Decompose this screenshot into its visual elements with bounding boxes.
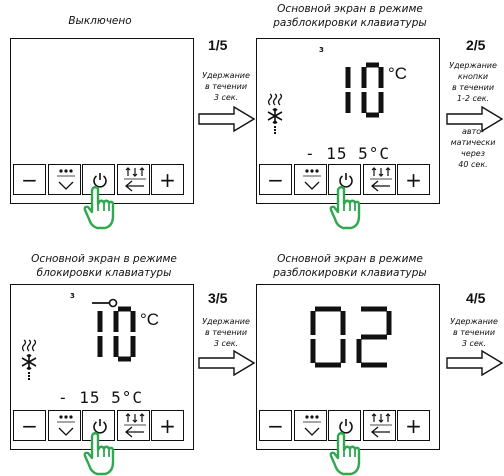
plus-icon: + [405,167,422,192]
panel4-plus-button[interactable]: + [397,410,430,441]
power-icon [93,419,107,434]
panel3-key-icon [92,298,118,308]
panel1-plus-button[interactable]: + [151,164,184,195]
power-icon [93,173,107,188]
panel2-arrow-icon [446,105,504,133]
panel2-step: 2/5 [466,37,486,53]
minus-icon: − [21,167,38,192]
panel2-range: - 15 5°C [305,144,391,163]
panel4-minus-button[interactable]: − [259,410,292,441]
panel3-menu-back-button[interactable] [116,410,150,441]
panel3-dots-check-button[interactable] [47,410,81,441]
panel4-step: 4/5 [466,290,486,306]
dots-check-icon [56,169,75,190]
power-icon [339,173,353,188]
minus-icon: − [21,413,38,438]
panel3-arrow-icon [198,349,256,377]
plus-icon: + [405,413,422,438]
panel2-unit: °C [388,64,408,83]
panel2-sup: 3 [319,46,324,54]
panel4-dots-check-button[interactable] [293,410,327,441]
dots-check-icon [56,415,75,436]
panel3-big-digits [97,306,136,362]
panel3-sup: 3 [70,292,75,300]
panel2-caption: Основной экран в режиме разблокировки кл… [273,3,427,29]
panel2-plus-button[interactable]: + [397,164,430,195]
plus-icon: + [159,413,176,438]
panel4-arrow-icon [446,349,504,377]
panel3-unit: °C [140,310,160,329]
panel1-hand-icon [83,186,115,230]
panel3-minus-button[interactable]: − [13,410,46,441]
minus-icon: − [267,413,284,438]
panel3-note: Удержание в течении 3 сек. [202,317,250,348]
panel2-level-icon [274,126,276,134]
panel1-arrow-icon [198,105,256,133]
digit-0 [113,306,136,362]
panel4-big-digits [310,306,392,368]
panel3-plus-button[interactable]: + [151,410,184,441]
power-icon [339,419,353,434]
menu-back-icon [369,167,392,192]
digit-0 [310,306,346,368]
menu-back-icon [369,413,392,438]
panel3-snowflake-icon [21,354,37,370]
panel1-minus-button[interactable]: − [13,164,46,195]
dots-check-icon [302,415,321,436]
panel2-hand-icon [329,186,361,230]
panel4-note: Удержание в течении 3 сек. [450,317,498,348]
panel1-dots-check-button[interactable] [47,164,81,195]
menu-back-icon [123,167,146,192]
digit-0 [361,62,384,118]
panel4-caption: Основной экран в режиме разблокировки кл… [273,253,427,279]
panel2-minus-button[interactable]: − [259,164,292,195]
digit-2 [356,306,392,368]
panel1-note: Удержание в течении 3 сек. [202,71,250,102]
panel3-caption: Основной экран в режиме блокировки клави… [31,253,177,279]
panel2-dots-check-button[interactable] [293,164,327,195]
panel3-range: - 15 5°C [58,388,144,407]
panel1-menu-back-button[interactable] [116,164,150,195]
panel1-step: 1/5 [208,37,228,53]
panel3-hand-icon [83,432,115,476]
menu-back-icon [123,413,146,438]
panel2-menu-back-button[interactable] [362,164,396,195]
panel2-big-digits [345,62,384,118]
panel4-hand-icon [329,432,361,476]
panel4-menu-back-button[interactable] [362,410,396,441]
panel1-caption: Выключено [68,15,132,27]
panel2-snowflake-icon [267,108,283,124]
plus-icon: + [159,167,176,192]
panel3-level-icon [28,372,30,380]
dots-check-icon [302,169,321,190]
panel3-step: 3/5 [208,290,228,306]
minus-icon: − [267,167,284,192]
panel2-heating-icon [267,93,283,106]
panel3-heating-icon [21,339,37,352]
